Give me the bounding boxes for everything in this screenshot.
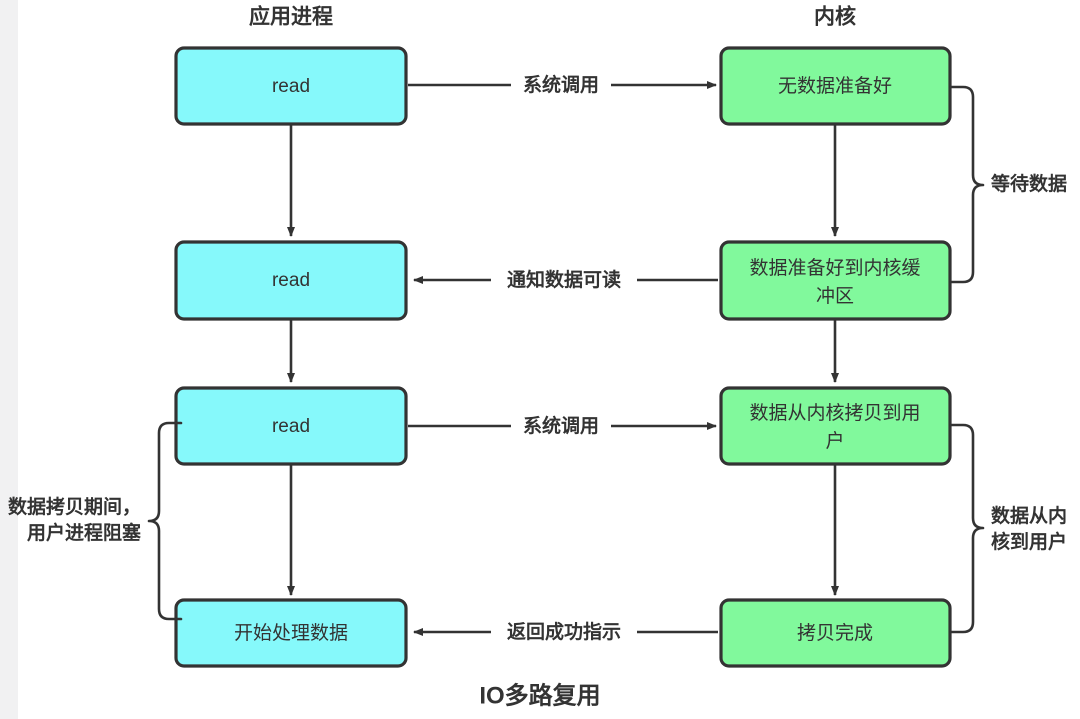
- edge-label-return-ok: 返回成功指示: [507, 620, 621, 643]
- edge-label-bg-syscall-1: [511, 72, 611, 98]
- column-header-app: 应用进程: [249, 5, 333, 29]
- edge-label-bg-notify: [491, 267, 637, 293]
- edge-label-syscall-1: 系统调用: [523, 73, 599, 96]
- node-app-read-1-label: read: [272, 76, 310, 97]
- brace-kernel-to-user-label-line1: 数据从内: [991, 504, 1067, 527]
- node-kernel-data-ready-label-line1: 数据准备好到内核缓: [749, 257, 920, 279]
- node-app-read-2-label: read: [272, 270, 310, 291]
- node-kernel-copy-to-user-label-line1: 数据从内核拷贝到用: [749, 402, 920, 424]
- left-gutter-strip: [0, 0, 18, 719]
- brace-user-process-blocked-label-line1: 数据拷贝期间，: [8, 495, 141, 518]
- brace-kernel-to-user-label-line2: 核到用户: [991, 530, 1067, 553]
- node-kernel-data-ready[interactable]: 数据准备好到内核缓 冲区: [719, 240, 952, 321]
- edge-label-syscall-2: 系统调用: [523, 414, 599, 437]
- brace-wait-data-label: 等待数据: [990, 172, 1067, 195]
- edge-label-bg-return-ok: [491, 619, 637, 645]
- edge-label-bg-syscall-2: [511, 413, 611, 439]
- node-kernel-no-data[interactable]: 无数据准备好: [719, 46, 952, 126]
- brace-kernel-to-user: 数据从内 核到用户: [949, 423, 1067, 634]
- node-app-read-3-label: read: [272, 416, 310, 437]
- node-kernel-no-data-label: 无数据准备好: [778, 75, 892, 97]
- brace-wait-data: 等待数据: [949, 85, 1067, 284]
- edge-label-notify: 通知数据可读: [507, 268, 621, 291]
- node-kernel-copy-done-label: 拷贝完成: [797, 622, 873, 644]
- node-kernel-copy-to-user-label-line2: 户: [825, 430, 844, 452]
- node-kernel-copy-done[interactable]: 拷贝完成: [719, 598, 952, 668]
- node-app-read-3[interactable]: read: [174, 386, 408, 466]
- node-app-process-data-label: 开始处理数据: [234, 622, 348, 644]
- column-header-kernel: 内核: [814, 5, 856, 29]
- figure-title: IO多路复用: [479, 681, 600, 709]
- node-app-read-1[interactable]: read: [174, 46, 408, 126]
- brace-user-process-blocked: 数据拷贝期间， 用户进程阻塞: [8, 421, 183, 621]
- node-kernel-copy-to-user[interactable]: 数据从内核拷贝到用 户: [719, 386, 952, 466]
- node-kernel-data-ready-label-line2: 冲区: [816, 285, 854, 307]
- node-app-process-data[interactable]: 开始处理数据: [174, 598, 408, 668]
- node-app-read-2[interactable]: read: [174, 240, 408, 321]
- brace-user-process-blocked-label-line2: 用户进程阻塞: [27, 521, 142, 544]
